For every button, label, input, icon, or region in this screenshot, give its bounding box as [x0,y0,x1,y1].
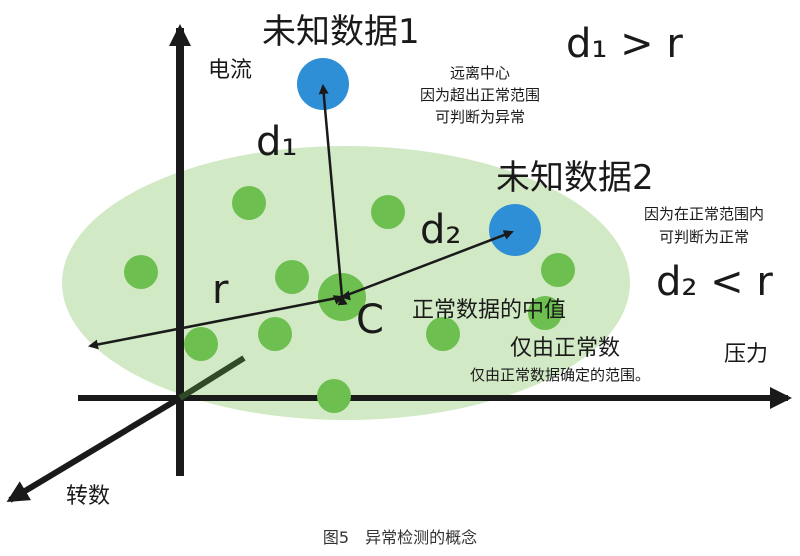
note2-line2: 可判断为正常 [658,228,750,246]
figure-caption: 图5 异常检测的概念 [322,528,478,547]
normal-point [124,255,158,289]
normal-point [426,317,460,351]
only-normal-label: 仅由正常数 [510,336,621,361]
d2-arrow [332,230,514,305]
unknown2-label: 未知数据2 [496,158,654,198]
axis-current-label: 电流 [208,58,253,83]
normal-point [528,296,562,330]
median-label: 正常数据的中值 [412,298,567,323]
d1-label: d₁ [256,119,298,165]
depth-axis-stub [178,355,246,401]
normal-point [275,260,309,294]
normal-point [541,253,575,287]
note1-line1: 远离中心 [449,64,511,82]
d2-label: d₂ [420,207,462,253]
ineq2-label: d₂ < r [656,259,773,305]
median-c-label: C [356,297,384,343]
note1-line3: 可判断为异常 [434,108,526,126]
range-desc-label: 仅由正常数据确定的范围。 [470,366,651,384]
unknown-point-1 [297,58,349,110]
normal-point [184,327,218,361]
normal-point [317,379,351,413]
ineq1-label: d₁ > r [566,21,683,67]
normal-point [232,186,266,220]
depth-axis [6,395,182,503]
note1-line2: 因为超出正常范围 [419,86,541,104]
normal-point [371,195,405,229]
r-label: r [212,267,229,313]
unknown1-label: 未知数据1 [262,12,420,52]
unknown-point-2 [489,204,541,256]
anomaly-diagram [6,24,792,503]
r-arrow [88,290,351,350]
normal-point [258,317,292,351]
note2-line1: 因为在正常范围内 [643,205,765,223]
axis-pressure-label: 压力 [724,342,769,367]
axis-rotation-label: 转数 [66,484,111,509]
